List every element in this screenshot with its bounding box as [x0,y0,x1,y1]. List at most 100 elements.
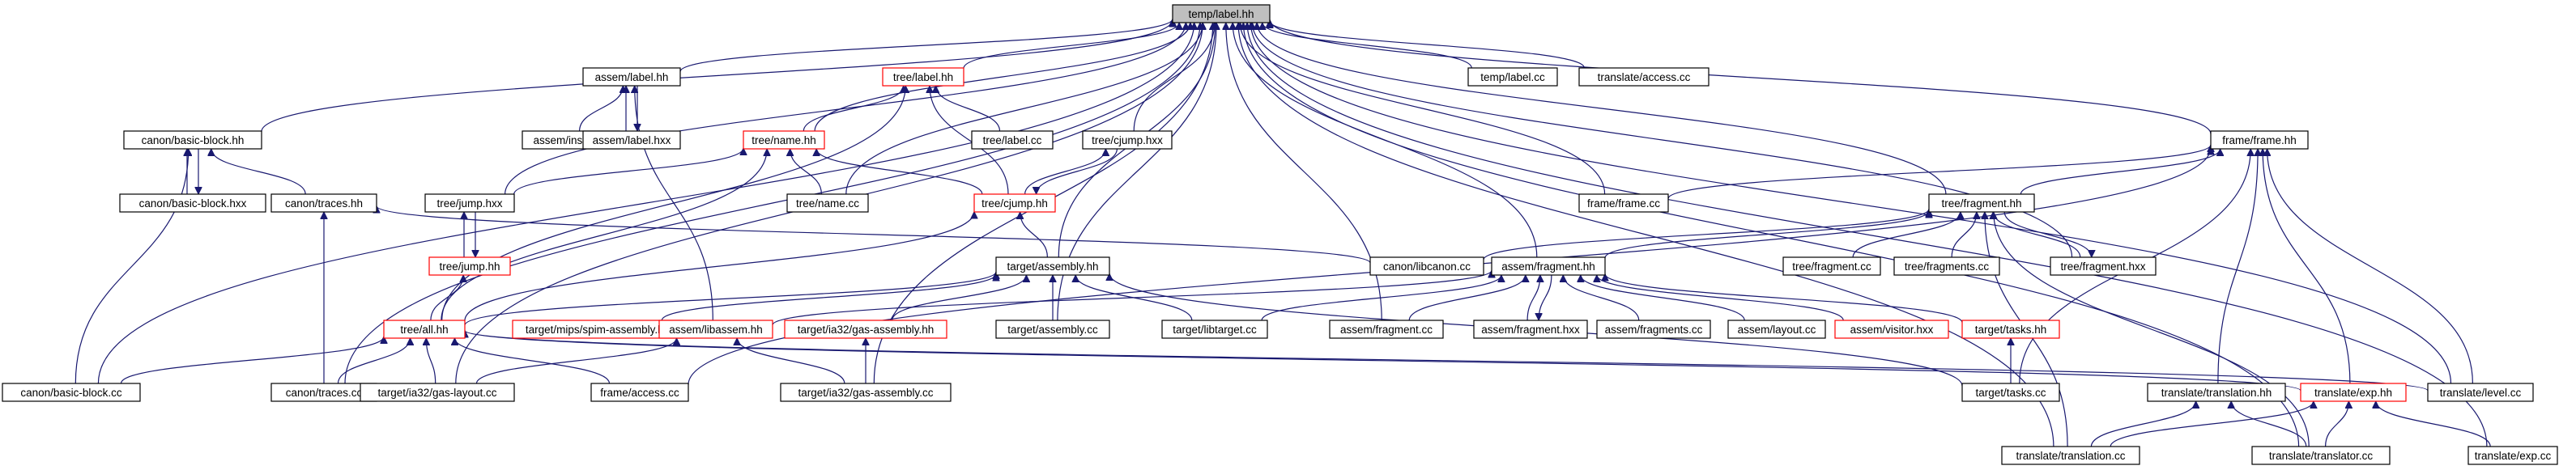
node-target-tasks-cc[interactable]: target/tasks.cc [1961,383,2060,402]
node-tree-name-hh[interactable]: tree/name.hh [743,130,825,150]
node-tree-fragment-hh[interactable]: tree/fragment.hh [1928,193,2035,213]
node-translate-exp-cc[interactable]: translate/exp.cc [2467,446,2558,465]
node-canon-basic-block-cc[interactable]: canon/basic-block.cc [2,383,141,402]
node-tree-fragment-hxx[interactable]: tree/fragment.hxx [2050,256,2157,276]
edge-canon-basic-block-cc-to-temp-label-hh [97,23,1194,384]
node-box [2001,446,2140,465]
edge-assem-visitor-hxx-to-assem-fragment-hh [1597,274,1844,321]
edge-tree-fragment-hh-to-temp-label-hh [1257,23,1947,195]
node-label: canon/basic-block.hh [142,134,245,146]
node-assem-fragments-cc[interactable]: assem/fragments.cc [1596,320,1711,339]
node-label: translate/exp.cc [2475,450,2552,462]
node-tree-all-hh[interactable]: tree/all.hh [383,320,466,339]
node-assem-fragment-hxx[interactable]: assem/fragment.hxx [1473,320,1588,339]
node-assem-visitor-hxx[interactable]: assem/visitor.hxx [1834,320,1949,339]
node-tree-fragments-cc[interactable]: tree/fragments.cc [1893,256,2000,276]
node-box [2427,383,2534,402]
node-target-ia32-gas-layout-cc[interactable]: target/ia32/gas-layout.cc [360,383,515,402]
node-label: target/assembly.hh [1007,260,1098,273]
node-canon-traces-hh[interactable]: canon/traces.hh [270,193,377,213]
edge-assem-fragment-cc-to-assem-fragment-hh [1408,274,1526,321]
edge-tree-name-cc-to-tree-name-hh [790,149,822,195]
node-tree-label-cc[interactable]: tree/label.cc [971,130,1054,150]
node-target-ia32-gas-assembly-cc[interactable]: target/ia32/gas-assembly.cc [780,383,952,402]
node-label: tree/fragments.cc [1905,260,1990,273]
node-frame-access-cc[interactable]: frame/access.cc [590,383,689,402]
node-canon-libcanon-cc[interactable]: canon/libcanon.cc [1369,256,1484,276]
edge-canon-basic-block-hh-to-temp-label-hh [261,19,1173,132]
node-label: tree/jump.hxx [436,197,502,210]
node-assem-fragment-cc[interactable]: assem/fragment.cc [1329,320,1444,339]
node-assem-libassem-hh[interactable]: assem/libassem.hh [658,320,773,339]
node-target-ia32-gas-assembly-hh[interactable]: target/ia32/gas-assembly.hh [784,320,947,339]
edge-target-assembly-hh-to-tree-cjump-hh [1020,212,1048,258]
node-box [119,193,266,213]
node-assem-label-hxx[interactable]: assem/label.hxx [582,130,681,150]
node-box [1928,193,2035,213]
node-frame-frame-cc[interactable]: frame/frame.cc [1578,193,1669,213]
node-label: target/tasks.hh [1975,324,2047,336]
node-tree-jump-hh[interactable]: tree/jump.hh [428,256,511,276]
node-translate-translation-cc[interactable]: translate/translation.cc [2001,446,2140,465]
edge-temp-label-cc-to-temp-label-hh [1262,22,1472,69]
node-box [1578,193,1669,213]
node-temp-label-hh[interactable]: temp/label.hh [1172,4,1271,23]
node-box [995,320,1110,339]
edge-target-ia32-gas-layout-cc-to-assem-libassem-hh [475,337,677,384]
edge-frame-frame-hh-to-temp-label-hh [1270,19,2212,134]
node-target-libtarget-cc[interactable]: target/libtarget.cc [1161,320,1268,339]
node-tree-cjump-hxx[interactable]: tree/cjump.hxx [1082,130,1173,150]
edge-translate-translator-cc-to-tree-fragment-hh [1994,212,2310,447]
node-box [1893,256,2000,276]
node-translate-translation-hh[interactable]: translate/translation.hh [2147,383,2286,402]
node-canon-basic-block-hh[interactable]: canon/basic-block.hh [123,130,262,150]
edge-tree-all-hh-to-tree-jump-hh [430,275,463,321]
node-assem-fragment-hh[interactable]: assem/fragment.hh [1491,256,1606,276]
node-target-tasks-hh[interactable]: target/tasks.hh [1961,320,2060,339]
node-box [428,256,511,276]
node-target-assembly-cc[interactable]: target/assembly.cc [995,320,1110,339]
node-translate-translator-cc[interactable]: translate/translator.cc [2251,446,2391,465]
node-target-mips-spim-assembly-hh[interactable]: target/mips/spim-assembly.hh [512,320,683,339]
edge-assem-fragment-hxx-to-assem-fragment-hh [1526,275,1540,321]
node-temp-label-cc[interactable]: temp/label.cc [1467,67,1558,87]
node-box [786,193,869,213]
node-tree-cjump-hh[interactable]: tree/cjump.hh [973,193,1056,213]
edge-assem-fragment-hh-to-tree-fragment-hh [1604,210,1929,259]
node-label: frame/access.cc [600,387,679,399]
node-box [1782,256,1881,276]
node-canon-basic-block-hxx[interactable]: canon/basic-block.hxx [119,193,266,213]
edge-translate-translation-cc-to-translate-translation-hh [2090,400,2195,447]
node-assem-layout-cc[interactable]: assem/layout.cc [1727,320,1826,339]
node-tree-label-hh[interactable]: tree/label.hh [882,67,964,87]
node-label: tree/fragment.hxx [2060,260,2145,273]
node-frame-frame-hh[interactable]: frame/frame.hh [2210,130,2309,150]
edge-translate-exp-hh-to-frame-frame-hh [2263,149,2351,384]
node-label: tree/fragment.cc [1792,260,1871,273]
node-box [1082,130,1173,150]
edge-frame-access-cc-to-tree-all-hh [455,337,611,384]
node-label: assem/layout.cc [1738,324,1816,336]
node-target-assembly-hh[interactable]: target/assembly.hh [995,256,1110,276]
node-tree-fragment-cc[interactable]: tree/fragment.cc [1782,256,1881,276]
node-label: tree/label.hh [893,71,953,83]
node-translate-access-cc[interactable]: translate/access.cc [1578,67,1710,87]
edge-tree-fragment-cc-to-tree-fragment-hh [1852,211,1961,258]
node-box [1834,320,1949,339]
node-label: canon/basic-block.hxx [139,197,247,210]
node-tree-name-cc[interactable]: tree/name.cc [786,193,869,213]
node-label: translate/level.cc [2440,387,2522,399]
node-box [123,130,262,150]
node-box [882,67,964,87]
node-tree-jump-hxx[interactable]: tree/jump.hxx [424,193,515,213]
node-assem-label-hh[interactable]: assem/label.hh [582,67,681,87]
node-label: target/ia32/gas-assembly.cc [798,387,933,399]
node-label: tree/name.cc [796,197,859,210]
node-label: translate/translation.cc [2016,450,2125,462]
node-label: assem/visitor.hxx [1850,324,1934,336]
node-box [424,193,515,213]
node-canon-traces-cc[interactable]: canon/traces.cc [270,383,377,402]
node-translate-exp-hh[interactable]: translate/exp.hh [2300,383,2407,402]
node-translate-level-cc[interactable]: translate/level.cc [2427,383,2534,402]
edge-translate-access-cc-to-temp-label-hh [1270,20,1585,69]
